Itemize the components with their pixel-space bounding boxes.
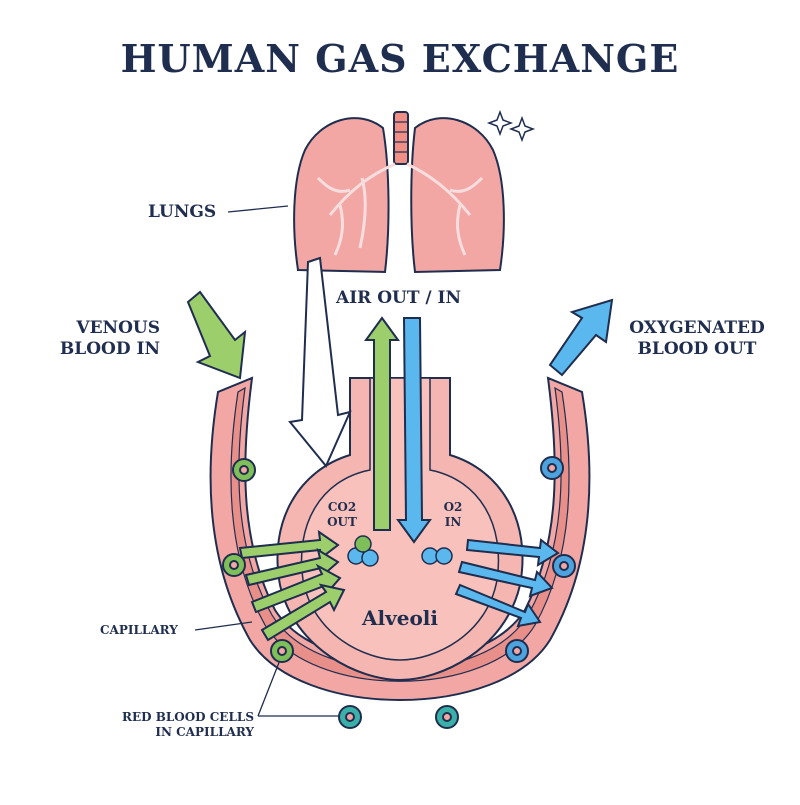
leader-lines bbox=[194, 205, 342, 717]
venous-label-line1: VENOUS bbox=[76, 318, 160, 338]
oxygenated-blood-label: OXYGENATED BLOOD OUT bbox=[622, 318, 772, 360]
venous-in-arrow bbox=[186, 290, 247, 380]
rbc-green bbox=[232, 458, 256, 482]
sparkle-icon bbox=[486, 109, 536, 143]
rbc-label: RED BLOOD CELLS IN CAPILLARY bbox=[102, 710, 254, 740]
capillary-wall bbox=[209, 376, 591, 701]
rbc-green bbox=[222, 553, 246, 577]
co2-label-line2: OUT bbox=[327, 515, 357, 529]
co2-diffusion-arrows bbox=[238, 529, 346, 642]
right-lung bbox=[410, 117, 505, 274]
oxygenated-out-arrow bbox=[548, 298, 614, 377]
venous-label-line2: BLOOD IN bbox=[59, 339, 160, 359]
page-title: HUMAN GAS EXCHANGE bbox=[120, 36, 680, 81]
o2-molecules bbox=[421, 547, 453, 565]
trachea bbox=[393, 111, 409, 165]
capillary-label: CAPILLARY bbox=[100, 623, 178, 637]
co2-label-line1: CO2 bbox=[327, 500, 357, 514]
air-label: AIR OUT / IN bbox=[336, 288, 462, 308]
co2-out-label: CO2 OUT bbox=[322, 500, 362, 530]
oxygenated-label-line1: OXYGENATED bbox=[629, 318, 765, 338]
rbc-label-line1: RED BLOOD CELLS bbox=[121, 710, 254, 724]
venous-blood-label: VENOUS BLOOD IN bbox=[60, 318, 160, 360]
o2-in-arrow bbox=[396, 317, 432, 544]
rbc-blue bbox=[505, 639, 529, 663]
rbc-teal bbox=[435, 705, 459, 729]
o2-in-label: O2 IN bbox=[438, 500, 468, 530]
lungs-illustration bbox=[293, 111, 505, 274]
o2-label-line2: IN bbox=[444, 515, 462, 529]
rbc-teal bbox=[338, 705, 362, 729]
o2-label-line1: O2 bbox=[443, 500, 463, 514]
rbc-green bbox=[270, 639, 294, 663]
o2-diffusion-arrows bbox=[454, 538, 560, 628]
rbc-blue bbox=[540, 456, 564, 480]
rbc-blue bbox=[552, 554, 576, 578]
air-flow-arrow bbox=[288, 256, 352, 468]
co2-out-arrow bbox=[364, 316, 400, 531]
rbc-label-line2: IN CAPILLARY bbox=[155, 725, 254, 739]
bronchi bbox=[316, 162, 484, 256]
co2-molecules bbox=[347, 535, 379, 567]
left-lung bbox=[293, 117, 390, 274]
oxygenated-label-line2: BLOOD OUT bbox=[637, 339, 757, 359]
alveoli-label: Alveoli bbox=[362, 606, 438, 630]
red-blood-cells bbox=[222, 456, 576, 729]
lungs-label: LUNGS bbox=[148, 202, 217, 222]
